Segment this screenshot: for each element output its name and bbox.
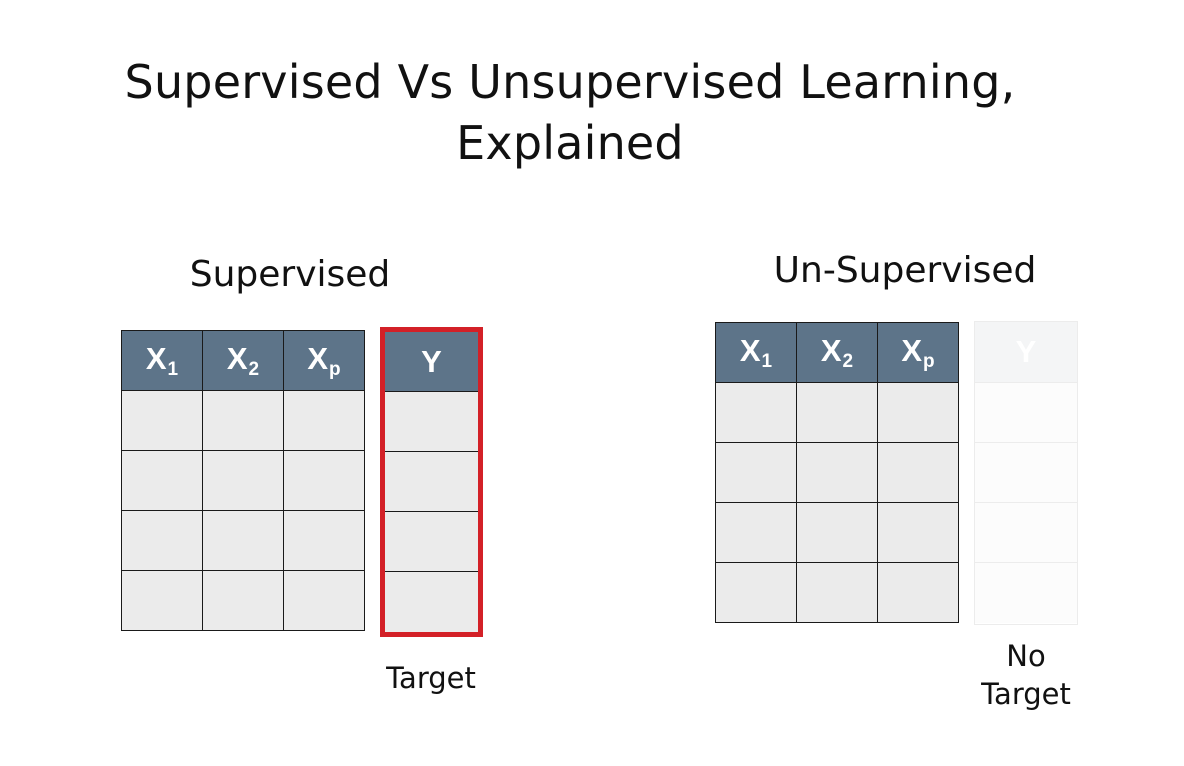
table-cell [202, 450, 284, 511]
supervised-heading: Supervised [189, 254, 391, 295]
table-cell [877, 442, 959, 503]
target-cell [975, 383, 1077, 443]
caption-line-2: Target [981, 677, 1071, 711]
supervised-header-x1: X1 [121, 330, 203, 391]
table-cell [121, 510, 203, 571]
table-row [121, 510, 365, 571]
target-cell [975, 563, 1077, 623]
table-cell [283, 570, 365, 631]
table-cell [121, 570, 203, 631]
table-row [121, 390, 365, 451]
table-row [715, 562, 959, 623]
target-cell [385, 392, 478, 452]
table-row [715, 502, 959, 563]
table-cell [202, 390, 284, 451]
supervised-header-x2: X2 [202, 330, 284, 391]
title-line-1: Supervised Vs Unsupervised Learning, [124, 55, 1016, 109]
table-cell [796, 442, 878, 503]
caption-line-1: No [1006, 639, 1046, 673]
unsupervised-header-y: Y [975, 322, 1077, 383]
table-cell [283, 450, 365, 511]
supervised-feature-table: X1 X2 Xp [121, 330, 365, 631]
table-row [715, 382, 959, 443]
table-cell [121, 450, 203, 511]
page-title: Supervised Vs Unsupervised Learning, Exp… [0, 52, 1140, 174]
table-cell [715, 562, 797, 623]
unsupervised-header-xp: Xp [877, 322, 959, 383]
target-cell [385, 572, 478, 632]
unsupervised-header-x2: X2 [796, 322, 878, 383]
supervised-header-y: Y [385, 332, 478, 392]
table-cell [283, 390, 365, 451]
table-row [121, 450, 365, 511]
table-cell [202, 570, 284, 631]
table-cell [121, 390, 203, 451]
target-cell [385, 452, 478, 512]
target-cell [975, 503, 1077, 563]
unsupervised-heading: Un-Supervised [773, 250, 1037, 291]
table-row [715, 442, 959, 503]
table-cell [877, 562, 959, 623]
unsupervised-faded-target-column: Y [974, 321, 1078, 625]
table-cell [877, 502, 959, 563]
supervised-target-caption: Target [386, 661, 476, 695]
table-cell [715, 382, 797, 443]
table-row [121, 570, 365, 631]
table-cell [202, 510, 284, 571]
table-cell [796, 502, 878, 563]
table-cell [715, 502, 797, 563]
target-cell [385, 512, 478, 572]
table-cell [796, 562, 878, 623]
table-cell [877, 382, 959, 443]
table-cell [283, 510, 365, 571]
title-line-2: Explained [456, 116, 684, 170]
table-cell [715, 442, 797, 503]
target-cell [975, 443, 1077, 503]
unsupervised-target-caption: No Target [960, 637, 1092, 713]
supervised-target-column: Y [380, 327, 483, 637]
supervised-header-xp: Xp [283, 330, 365, 391]
unsupervised-feature-table: X1 X2 Xp [715, 322, 959, 623]
unsupervised-header-x1: X1 [715, 322, 797, 383]
table-cell [796, 382, 878, 443]
